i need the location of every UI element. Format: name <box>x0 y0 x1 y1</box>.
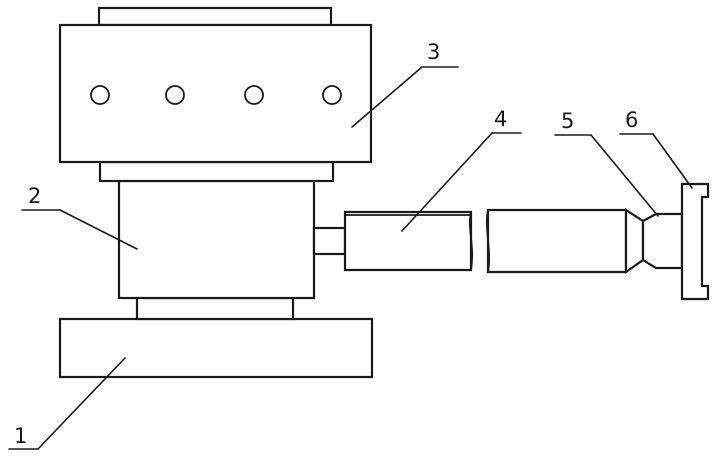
callout-label-4: 4 <box>494 107 507 131</box>
part-1-base-plate <box>58 317 374 379</box>
callout-label-3: 3 <box>427 40 440 64</box>
part-3-top-block <box>58 6 373 164</box>
part-4-shaft <box>312 208 628 274</box>
hole-3 <box>244 85 264 105</box>
callout-label-1: 1 <box>14 424 27 448</box>
hole-1 <box>90 85 110 105</box>
hole-4 <box>322 85 342 105</box>
callout-label-6: 6 <box>625 108 638 132</box>
callout-label-5: 5 <box>561 109 574 133</box>
callout-3: 3 <box>351 40 459 128</box>
callout-6: 6 <box>619 108 693 189</box>
part-5-taper-connector <box>624 207 684 275</box>
callout-2: 2 <box>21 184 138 250</box>
callout-1: 1 <box>8 357 126 450</box>
part-6-end-flange <box>680 182 710 301</box>
hole-2 <box>165 85 185 105</box>
callout-5: 5 <box>554 109 659 217</box>
callout-label-2: 2 <box>28 184 41 208</box>
callout-4: 4 <box>401 107 522 232</box>
part-2-body <box>98 160 335 321</box>
